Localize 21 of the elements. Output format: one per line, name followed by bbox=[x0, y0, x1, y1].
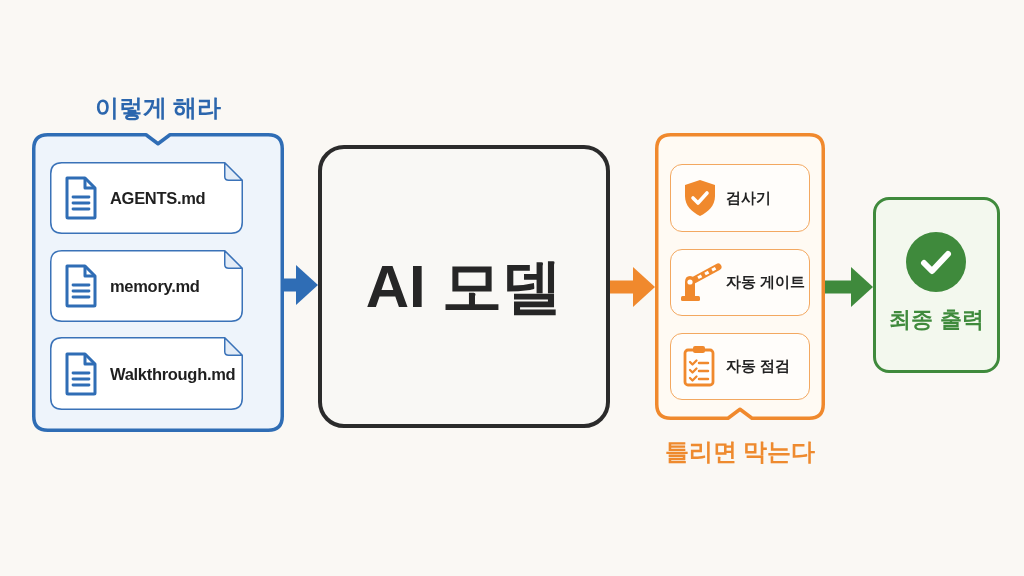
file-name: Walkthrough.md bbox=[110, 363, 236, 384]
file-card bbox=[50, 162, 243, 234]
panel-heading: 이렇게 해라 bbox=[94, 93, 222, 123]
file-card bbox=[50, 337, 243, 410]
file-name: memory.md bbox=[110, 276, 200, 296]
panel-heading: 틀리면 막는다 bbox=[664, 437, 816, 467]
arrow bbox=[284, 265, 318, 305]
arrow bbox=[610, 267, 655, 307]
output-label: 최종 출력 bbox=[889, 306, 984, 334]
check-label: 자동 게이트 bbox=[726, 272, 806, 292]
file-card bbox=[50, 250, 243, 322]
output-box bbox=[873, 197, 1000, 373]
check-label: 자동 점검 bbox=[726, 356, 791, 376]
file-name: AGENTS.md bbox=[110, 188, 206, 208]
model-label: AI 모델 bbox=[365, 252, 563, 321]
check-card bbox=[670, 249, 810, 316]
check-card bbox=[670, 333, 810, 400]
check-label: 검사기 bbox=[726, 187, 771, 208]
arrow bbox=[825, 267, 873, 307]
check-card bbox=[670, 164, 810, 232]
model-box bbox=[318, 145, 610, 428]
